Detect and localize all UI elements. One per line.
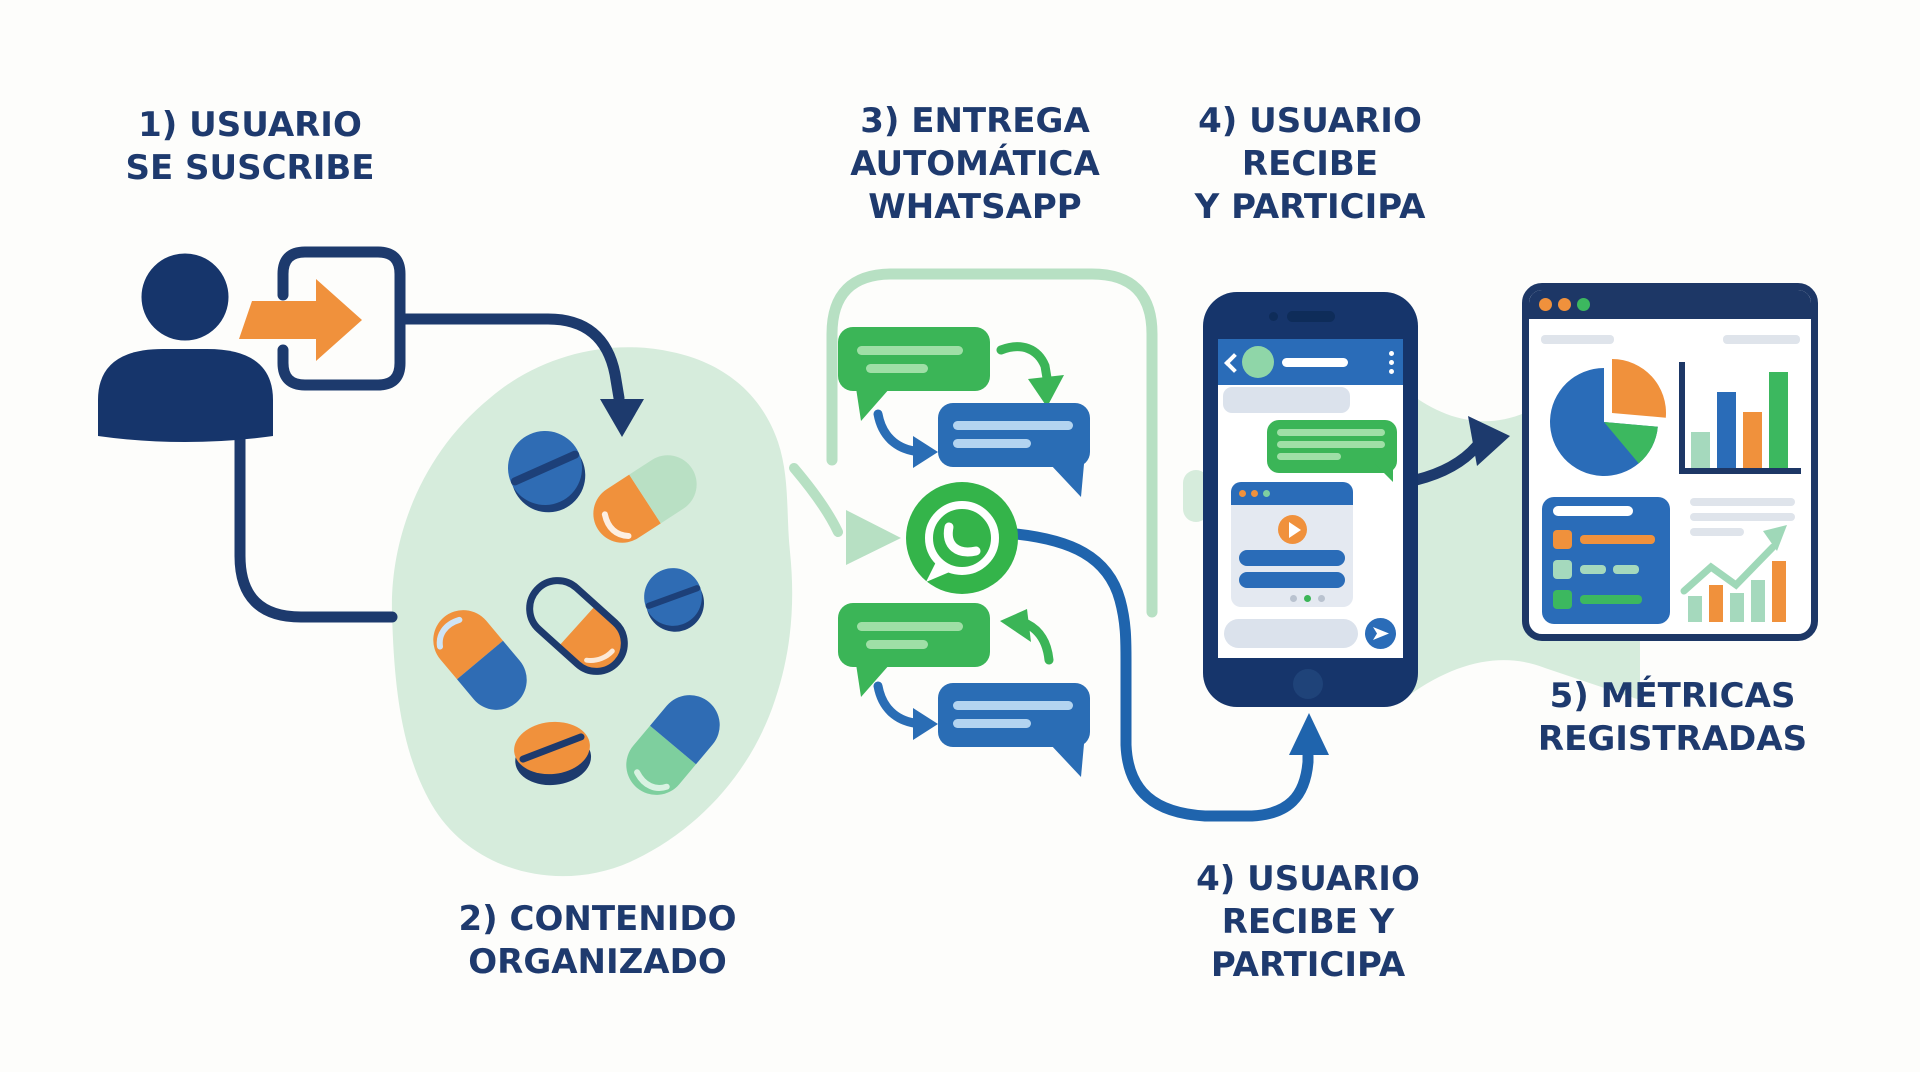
step4-top-line: Y PARTICIPA — [1194, 187, 1426, 227]
legend-bar — [1580, 595, 1642, 604]
step2-line: ORGANIZADO — [468, 942, 727, 982]
step1-label: 1) USUARIO SE SUSCRIBE — [70, 104, 430, 190]
connector-phone-to-dashboard — [1410, 416, 1510, 486]
chat-bubble-green-1-icon — [838, 327, 990, 421]
whatsapp-section-frame — [826, 268, 1158, 618]
step2-label: 2) CONTENIDO ORGANIZADO — [420, 898, 775, 984]
heading-placeholder — [1723, 335, 1800, 344]
pill-capsule-green-blue-icon — [626, 695, 720, 795]
dashboard-body — [1529, 319, 1811, 634]
home-button-icon — [1293, 669, 1323, 699]
card-text-bar — [1239, 550, 1345, 566]
step5-line: 5) MÉTRICAS — [1549, 676, 1796, 716]
legend-bar — [1580, 565, 1606, 574]
arrow-up-blue-icon — [1289, 713, 1329, 755]
step4-bottom-line: 4) USUARIO — [1196, 859, 1420, 899]
window-dot-icon — [1558, 298, 1571, 311]
step1-line: 1) USUARIO — [138, 105, 362, 145]
carousel-dots — [1290, 595, 1325, 602]
curved-arrow-green-1-icon — [996, 342, 1064, 407]
panel-title-placeholder — [1553, 506, 1633, 516]
step5-label: 5) MÉTRICAS REGISTRADAS — [1495, 675, 1850, 761]
green-message-bubble — [1267, 420, 1397, 482]
step4-top-line: 4) USUARIO — [1198, 101, 1422, 141]
step4-bottom-label: 4) USUARIO RECIBE Y PARTICIPA — [1170, 858, 1446, 987]
window-dot-icon — [1577, 298, 1590, 311]
subscribe-arrow-icon — [239, 279, 362, 361]
step1-line: SE SUSCRIBE — [125, 148, 375, 188]
video-card-header — [1231, 482, 1353, 505]
send-icon — [1373, 627, 1389, 640]
video-card — [1231, 482, 1353, 607]
pill-tablet-orange-icon — [514, 721, 592, 786]
phone-screen — [1218, 339, 1403, 658]
dashboard-charts — [1550, 359, 1801, 622]
arrow-right-mint-icon — [846, 510, 901, 565]
phone-camera-icon — [1269, 312, 1278, 321]
pill-tablet-blue-1-icon — [508, 431, 586, 513]
text-line-placeholder — [1690, 498, 1795, 506]
heading-placeholder — [1541, 335, 1614, 344]
step3-label: 3) ENTREGA AUTOMÁTICA WHATSAPP — [835, 100, 1115, 229]
chat-bubble-green-2-icon — [838, 603, 990, 697]
send-button — [1365, 618, 1396, 649]
signup-box-icon — [277, 246, 406, 391]
step4-bottom-line: PARTICIPA — [1210, 945, 1406, 985]
pill-capsule-mint-orange-icon — [593, 455, 697, 543]
legend-swatch-green — [1553, 590, 1572, 609]
play-button-icon — [1278, 515, 1307, 544]
legend-swatch-orange — [1553, 530, 1572, 549]
pill-capsule-orange-blue-icon — [433, 610, 527, 710]
step4-top-label: 4) USUARIO RECIBE Y PARTICIPA — [1175, 100, 1445, 229]
pie-chart-icon — [1550, 359, 1667, 476]
step4-bottom-line: RECIBE Y — [1221, 902, 1395, 942]
smartphone-icon — [1203, 292, 1418, 707]
summary-panel — [1542, 497, 1670, 624]
phone-band-tab — [1183, 470, 1209, 522]
bar-chart-icon — [1679, 362, 1801, 474]
curved-arrow-blue-1-icon — [873, 409, 938, 468]
user-icon — [98, 246, 273, 442]
connector-user-to-content — [234, 427, 398, 623]
legend-swatch-mint — [1553, 560, 1572, 579]
step3-line: WHATSAPP — [868, 187, 1082, 227]
connector-whatsapp-to-phone — [1010, 528, 1314, 822]
pill-capsule-outlined-icon — [526, 577, 628, 675]
connector-content-to-whatsapp — [789, 463, 843, 537]
metrics-window-icon — [1522, 283, 1818, 641]
chat-header — [1218, 339, 1403, 385]
legend-bar — [1580, 535, 1655, 544]
chat-bubble-blue-2-icon — [938, 683, 1090, 777]
step3-line: 3) ENTREGA — [860, 101, 1090, 141]
curved-arrow-green-2-icon — [1000, 609, 1054, 665]
trend-chart-icon — [1680, 525, 1787, 622]
window-titlebar — [1529, 290, 1811, 319]
message-input — [1224, 619, 1358, 648]
pill-tablet-blue-2-icon — [644, 568, 704, 632]
incoming-bubble-placeholder — [1223, 387, 1350, 413]
step5-line: REGISTRADAS — [1537, 719, 1808, 759]
card-text-bar — [1239, 572, 1345, 588]
legend-bar — [1613, 565, 1639, 574]
trend-arrow-icon — [1763, 525, 1787, 551]
contact-name-placeholder — [1282, 358, 1348, 367]
avatar — [1242, 346, 1274, 378]
curved-arrow-blue-2-icon — [873, 681, 938, 740]
phone-speaker-icon — [1287, 311, 1335, 322]
whatsapp-icon — [906, 482, 1018, 594]
arrow-down-icon — [600, 399, 644, 437]
text-line-placeholder — [1690, 513, 1795, 521]
window-dot-icon — [1539, 298, 1552, 311]
connector-box-to-content — [394, 313, 625, 404]
back-chevron-icon — [1224, 353, 1244, 373]
step3-line: AUTOMÁTICA — [850, 144, 1100, 184]
text-line-placeholder — [1690, 528, 1744, 536]
chat-bubble-blue-1-icon — [938, 403, 1090, 497]
step4-top-line: RECIBE — [1241, 144, 1379, 184]
step2-line: 2) CONTENIDO — [458, 899, 737, 939]
kebab-menu-icon — [1389, 351, 1394, 374]
